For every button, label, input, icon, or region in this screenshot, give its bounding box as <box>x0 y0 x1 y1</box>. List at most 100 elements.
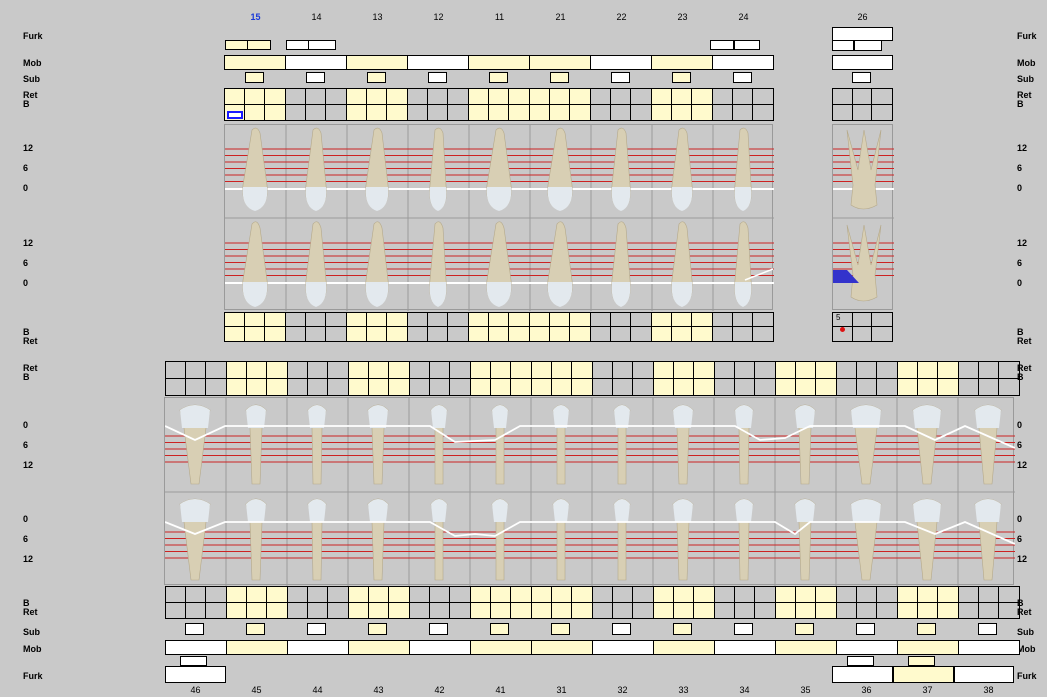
mob-field-11[interactable] <box>468 55 530 70</box>
tooth-number-15[interactable]: 15 <box>250 12 261 22</box>
furk-box-36b[interactable] <box>832 666 893 683</box>
tooth-number-37[interactable]: 37 <box>922 685 933 695</box>
sub-box-26[interactable] <box>852 72 871 83</box>
tooth-number-12[interactable]: 12 <box>433 12 444 22</box>
mob-field-34[interactable] <box>714 640 776 655</box>
mob-field-42[interactable] <box>409 640 471 655</box>
sub-box-46[interactable] <box>185 623 204 635</box>
furk-box-38[interactable] <box>954 666 1014 683</box>
tooth-number-36[interactable]: 36 <box>861 685 872 695</box>
ret-b-grid-bottom-32[interactable] <box>592 586 654 619</box>
mob-field-38[interactable] <box>958 640 1020 655</box>
ret-b-grid-top-12[interactable] <box>407 88 469 121</box>
selected-cell-15[interactable] <box>227 111 243 119</box>
tooth-number-38[interactable]: 38 <box>983 685 994 695</box>
furk-box-37b[interactable] <box>893 666 954 683</box>
ret-b-grid-bottom-12[interactable] <box>407 312 469 342</box>
sub-box-36[interactable] <box>856 623 875 635</box>
ret-b-grid-top-32[interactable] <box>592 361 654 396</box>
tooth-number-31[interactable]: 31 <box>556 685 567 695</box>
ret-b-grid-bottom-14[interactable] <box>285 312 347 342</box>
sub-box-42[interactable] <box>429 623 448 635</box>
furk-box-24[interactable] <box>710 40 734 50</box>
tooth-number-33[interactable]: 33 <box>678 685 689 695</box>
ret-b-grid-bottom-34[interactable] <box>714 586 776 619</box>
ret-b-grid-bottom-38[interactable] <box>958 586 1020 619</box>
ret-b-grid-bottom-26[interactable] <box>832 312 893 342</box>
mob-field-24[interactable] <box>712 55 774 70</box>
tooth-number-23[interactable]: 23 <box>677 12 688 22</box>
ret-b-grid-top-37[interactable] <box>897 361 959 396</box>
mob-field-37[interactable] <box>897 640 959 655</box>
furk-box-14[interactable] <box>286 40 310 50</box>
furk-box-36a[interactable] <box>847 656 874 666</box>
ret-b-grid-bottom-33[interactable] <box>653 586 715 619</box>
furk-box-26b[interactable] <box>832 40 854 51</box>
mob-field-44[interactable] <box>287 640 349 655</box>
ret-b-grid-top-41[interactable] <box>470 361 532 396</box>
ret-b-grid-top-42[interactable] <box>409 361 471 396</box>
mob-field-41[interactable] <box>470 640 532 655</box>
ret-b-grid-top-21[interactable] <box>529 88 591 121</box>
tooth-number-21[interactable]: 21 <box>555 12 566 22</box>
mob-field-45[interactable] <box>226 640 288 655</box>
ret-b-grid-top-26[interactable] <box>832 88 893 121</box>
furk-box-15[interactable] <box>225 40 249 50</box>
ret-b-grid-bottom-11[interactable] <box>468 312 530 342</box>
sub-box-13[interactable] <box>367 72 386 83</box>
furk-box-37a[interactable] <box>908 656 935 666</box>
mob-field-36[interactable] <box>836 640 898 655</box>
sub-box-35[interactable] <box>795 623 814 635</box>
mob-field-32[interactable] <box>592 640 654 655</box>
mob-field-23[interactable] <box>651 55 713 70</box>
sub-box-22[interactable] <box>611 72 630 83</box>
sub-box-31[interactable] <box>551 623 570 635</box>
sub-box-37[interactable] <box>917 623 936 635</box>
tooth-number-35[interactable]: 35 <box>800 685 811 695</box>
ret-b-grid-top-13[interactable] <box>346 88 408 121</box>
ret-b-grid-top-35[interactable] <box>775 361 837 396</box>
ret-b-grid-bottom-35[interactable] <box>775 586 837 619</box>
ret-b-grid-bottom-46[interactable] <box>165 586 227 619</box>
furk-box-24[interactable] <box>734 40 760 50</box>
sub-box-21[interactable] <box>550 72 569 83</box>
furk-box-26a[interactable] <box>832 27 893 41</box>
ret-b-grid-top-14[interactable] <box>285 88 347 121</box>
tooth-number-32[interactable]: 32 <box>617 685 628 695</box>
sub-box-11[interactable] <box>489 72 508 83</box>
ret-b-grid-bottom-13[interactable] <box>346 312 408 342</box>
ret-b-grid-bottom-23[interactable] <box>651 312 713 342</box>
ret-b-grid-top-43[interactable] <box>348 361 410 396</box>
ret-b-grid-bottom-36[interactable] <box>836 586 898 619</box>
ret-b-grid-bottom-45[interactable] <box>226 586 288 619</box>
ret-b-grid-top-31[interactable] <box>531 361 593 396</box>
sub-box-24[interactable] <box>733 72 752 83</box>
tooth-number-45[interactable]: 45 <box>251 685 262 695</box>
tooth-number-13[interactable]: 13 <box>372 12 383 22</box>
ret-b-grid-bottom-24[interactable] <box>712 312 774 342</box>
sub-box-14[interactable] <box>306 72 325 83</box>
sub-box-38[interactable] <box>978 623 997 635</box>
sub-box-45[interactable] <box>246 623 265 635</box>
furk-box-15[interactable] <box>247 40 271 50</box>
tooth-number-11[interactable]: 11 <box>494 12 505 22</box>
sub-box-32[interactable] <box>612 623 631 635</box>
furk-box-14[interactable] <box>308 40 336 50</box>
tooth-number-46[interactable]: 46 <box>190 685 201 695</box>
ret-b-grid-top-45[interactable] <box>226 361 288 396</box>
mob-field-31[interactable] <box>531 640 593 655</box>
mob-field-14[interactable] <box>285 55 347 70</box>
ret-b-grid-top-23[interactable] <box>651 88 713 121</box>
mob-field-22[interactable] <box>590 55 652 70</box>
ret-b-grid-bottom-22[interactable] <box>590 312 652 342</box>
mob-field-43[interactable] <box>348 640 410 655</box>
tooth-number-34[interactable]: 34 <box>739 685 750 695</box>
ret-b-grid-top-22[interactable] <box>590 88 652 121</box>
ret-b-grid-bottom-37[interactable] <box>897 586 959 619</box>
sub-box-15[interactable] <box>245 72 264 83</box>
ret-b-grid-top-24[interactable] <box>712 88 774 121</box>
mob-field-33[interactable] <box>653 640 715 655</box>
ret-b-grid-top-33[interactable] <box>653 361 715 396</box>
ret-b-grid-top-11[interactable] <box>468 88 530 121</box>
ret-b-grid-bottom-42[interactable] <box>409 586 471 619</box>
